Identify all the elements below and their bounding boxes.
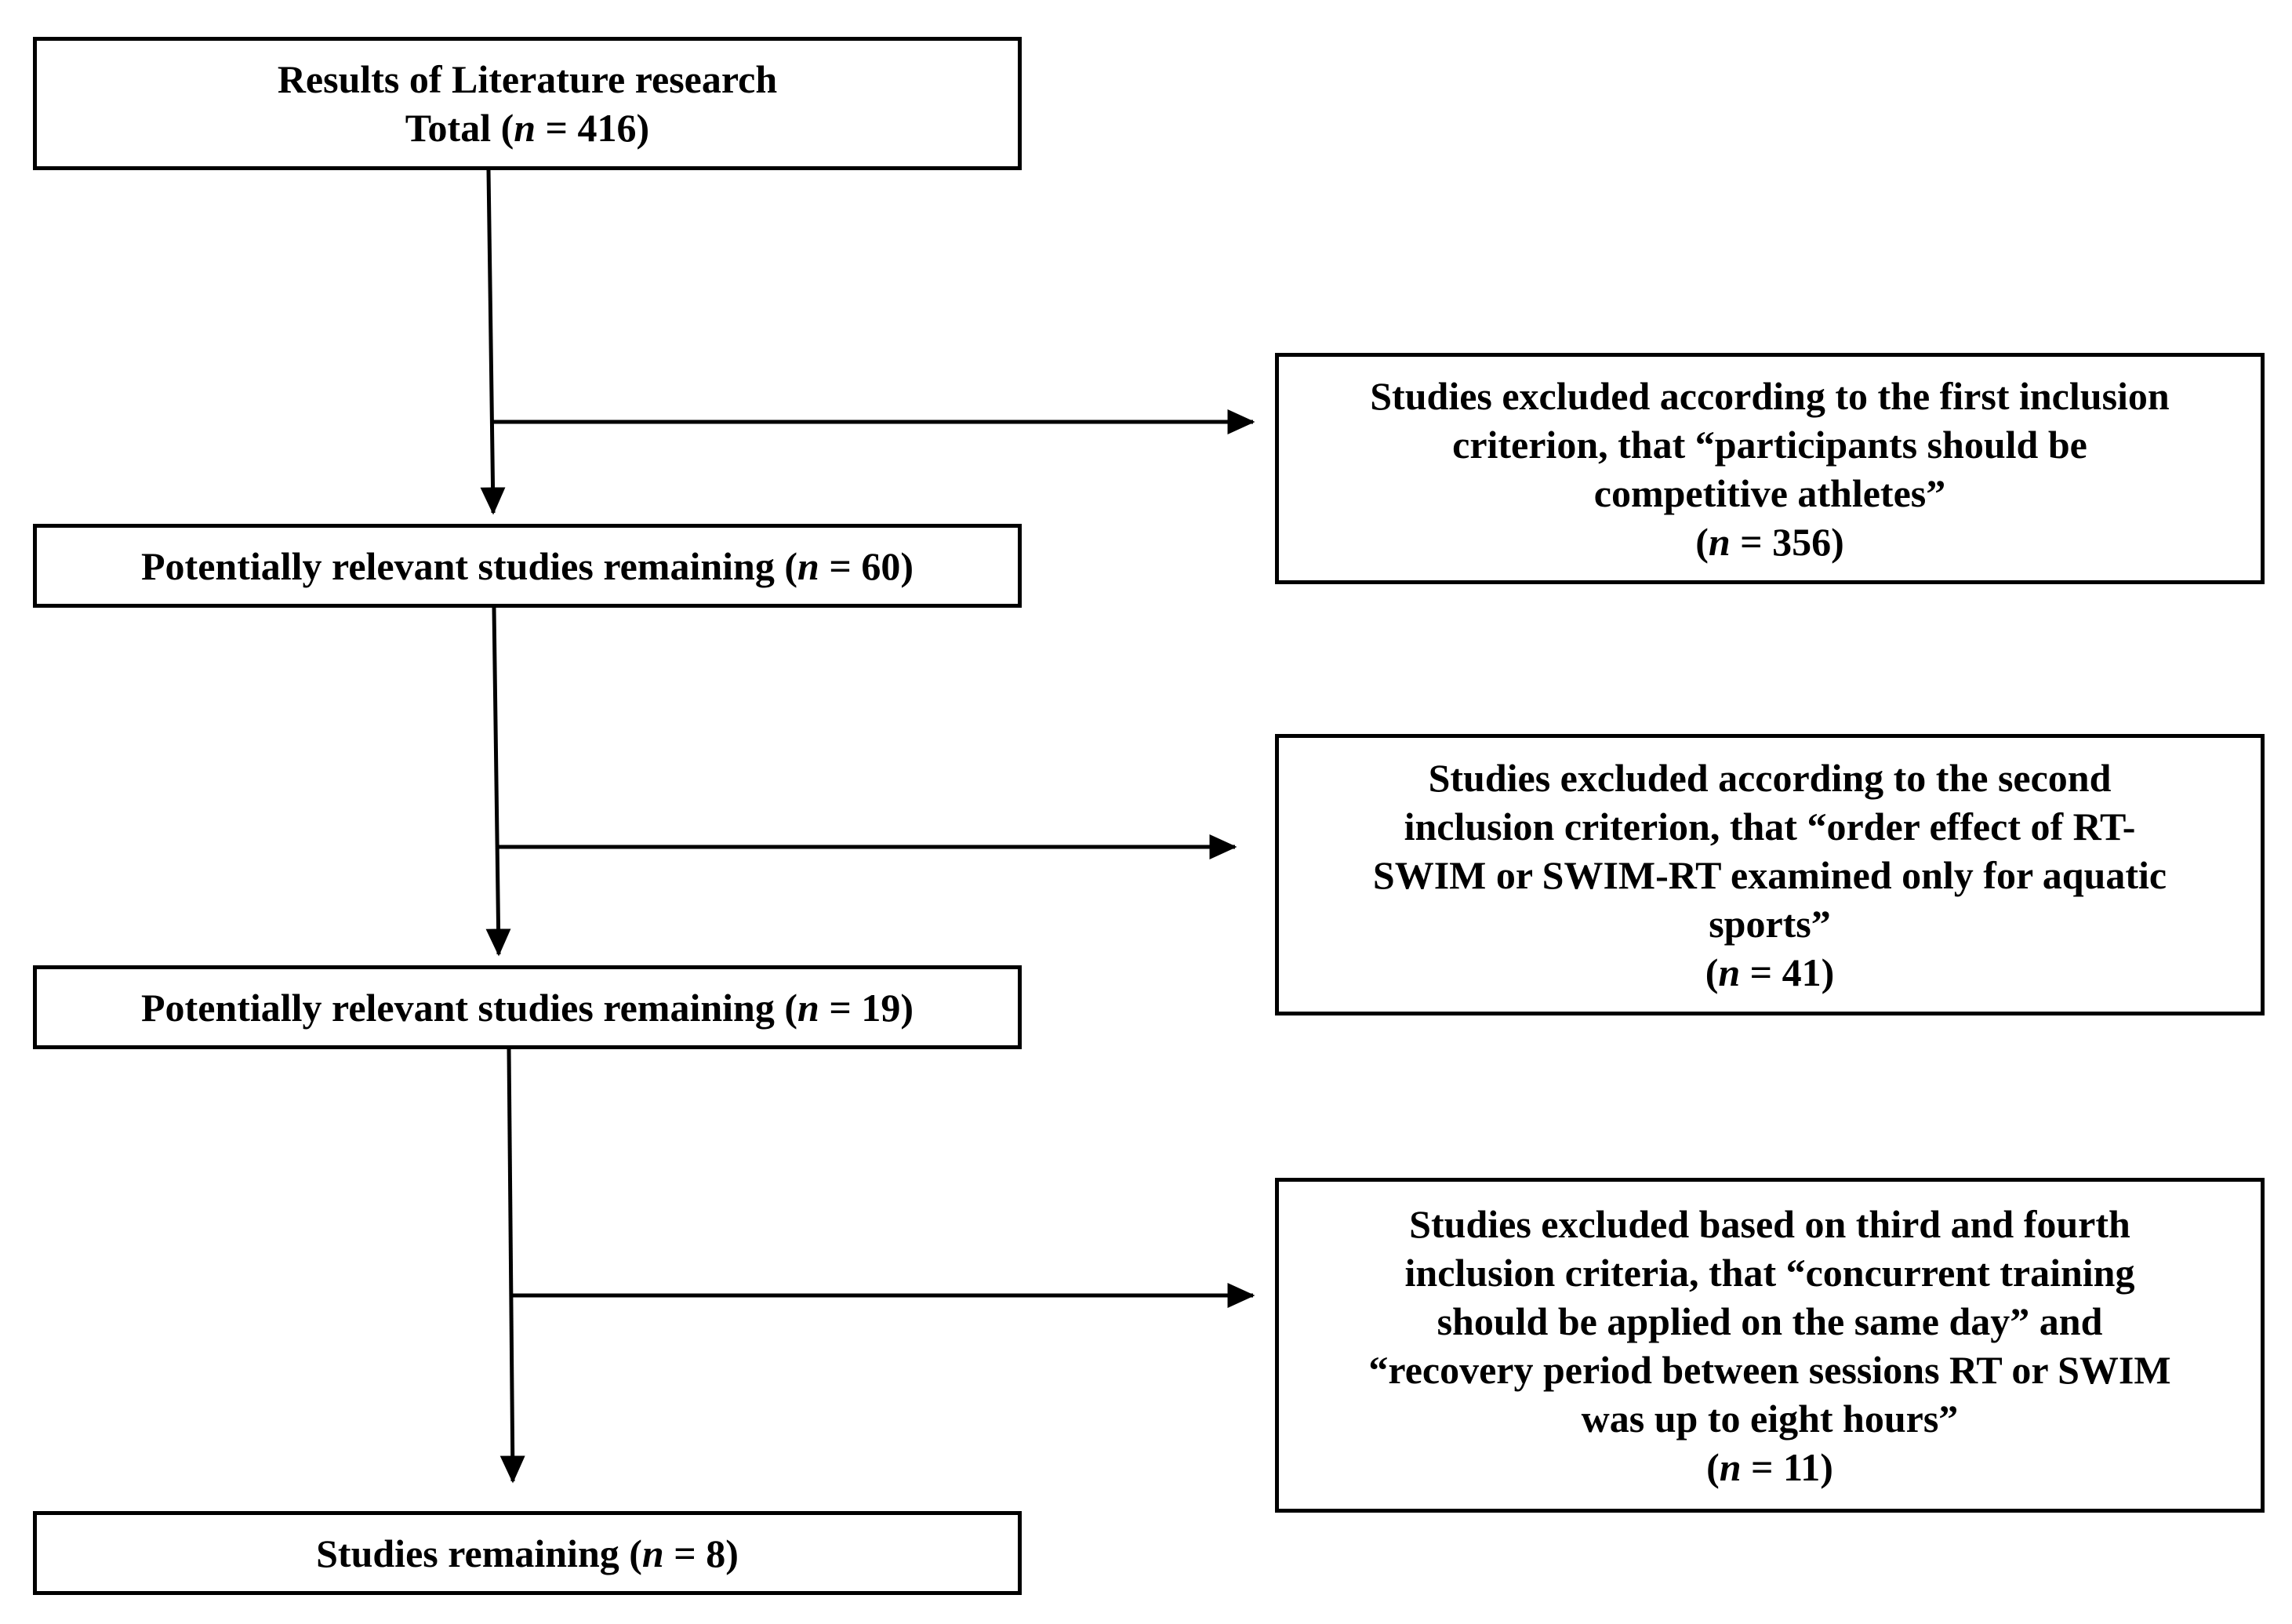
exclusion-box-3: Studies excluded based on third and four… xyxy=(1275,1178,2265,1513)
exclusion-3-line: inclusion criteria, that “concurrent tra… xyxy=(1404,1250,2135,1295)
final-studies-box: Studies remaining (n = 8) xyxy=(33,1511,1022,1595)
exclusion-3-line: should be applied on the same day” and xyxy=(1437,1299,2103,1343)
final-studies-label: Studies remaining (n = 8) xyxy=(316,1531,739,1575)
exclusion-1-count: (n = 356) xyxy=(1695,519,1844,564)
remaining-studies-box-1: Potentially relevant studies remaining (… xyxy=(33,524,1022,608)
exclusion-3-line: “recovery period between sessions RT or … xyxy=(1368,1347,2171,1392)
total-count: Total (n = 416) xyxy=(405,106,650,150)
literature-results-box: Results of Literature research Total (n … xyxy=(33,37,1022,170)
exclusion-2-line: inclusion criterion, that “order effect … xyxy=(1404,804,2136,848)
exclusion-box-1: Studies excluded according to the first … xyxy=(1275,353,2265,584)
remaining-studies-box-2: Potentially relevant studies remaining (… xyxy=(33,965,1022,1049)
remaining-studies-label-1: Potentially relevant studies remaining (… xyxy=(141,543,914,588)
exclusion-1-line: Studies excluded according to the first … xyxy=(1370,373,2170,418)
exclusion-box-2: Studies excluded according to the second… xyxy=(1275,734,2265,1015)
exclusion-2-line: SWIM or SWIM-RT examined only for aquati… xyxy=(1372,852,2167,897)
down-arrow-3 xyxy=(499,1048,525,1484)
exclusion-3-line: Studies excluded based on third and four… xyxy=(1409,1201,2130,1246)
exclusion-2-count: (n = 41) xyxy=(1705,950,1835,994)
exclusion-2-line: Studies excluded according to the second xyxy=(1428,755,2112,800)
remaining-studies-label-2: Potentially relevant studies remaining (… xyxy=(141,985,914,1030)
literature-results-title: Results of Literature research xyxy=(277,57,778,101)
down-arrow-1 xyxy=(480,169,506,515)
exclusion-1-line: competitive athletes” xyxy=(1593,470,1946,515)
exclusion-2-line: sports” xyxy=(1709,901,1831,946)
exclusion-3-count: (n = 11) xyxy=(1706,1444,1833,1489)
exclusion-1-line: criterion, that “participants should be xyxy=(1452,422,2087,467)
down-arrow-2 xyxy=(485,607,511,957)
exclusion-3-line: was up to eight hours” xyxy=(1581,1396,1959,1441)
